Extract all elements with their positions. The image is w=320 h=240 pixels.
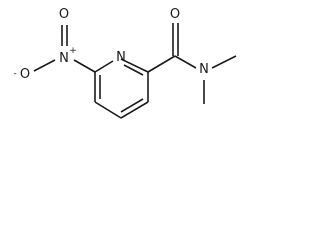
bond-c6-n1	[94, 60, 114, 73]
nitro-oxygen-charge: -	[13, 69, 16, 79]
nitro-group	[33, 25, 96, 73]
bond-n1-c2	[120, 58, 149, 73]
double-bond-c2-n1-inner	[123, 64, 144, 76]
double-bond-c3-c4-inner	[120, 98, 144, 113]
bond-c6-nitro-n	[73, 59, 96, 73]
amide-nitrogen-label: N	[199, 62, 209, 77]
bond-carbonyl-n	[174, 55, 197, 69]
pyridine-ring	[94, 58, 149, 119]
carboxamide-group	[147, 23, 237, 104]
ring-nitrogen-label: N	[116, 50, 126, 65]
bond-nitro-n-o-neg	[33, 59, 56, 72]
bond-c4-c5	[94, 101, 122, 119]
nitro-nitrogen-label: N	[59, 51, 69, 66]
nitro-oxygen-neg-label: O	[20, 67, 30, 82]
bond-c3-c4	[120, 101, 149, 119]
bond-n-methyl-right	[211, 55, 237, 69]
bond-c2-carbonyl	[147, 55, 176, 73]
amide-oxygen-label: O	[170, 7, 180, 22]
nitro-nitrogen-charge: +	[69, 46, 77, 56]
structure-diagram: O N N N + O - O	[13, 7, 237, 119]
nitro-oxygen-label: O	[59, 7, 69, 22]
